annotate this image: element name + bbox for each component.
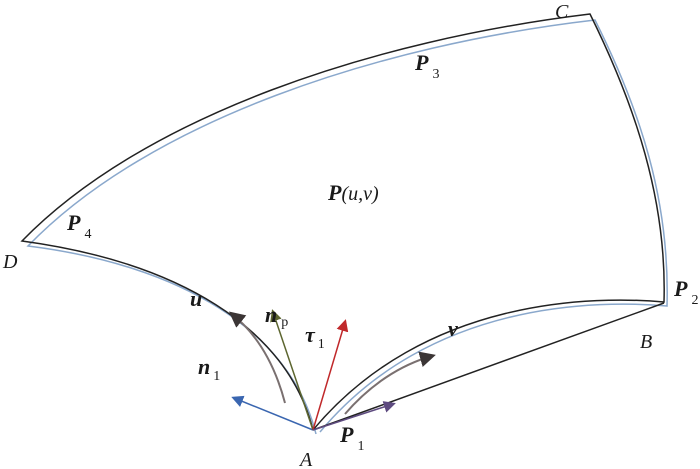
label-A: A <box>298 449 313 469</box>
edge-A-B <box>312 302 665 431</box>
label-u: u <box>190 286 202 311</box>
label-C: C <box>555 1 569 23</box>
label-B: B <box>640 331 652 353</box>
label-D: D <box>2 251 18 273</box>
v-direction-arrow <box>344 351 436 415</box>
tau1-vector <box>312 319 349 431</box>
offset-boundary <box>26 19 668 435</box>
label-v: v <box>448 316 458 341</box>
np-vector <box>270 309 314 431</box>
surface-boundary <box>20 13 665 431</box>
n1-vector <box>231 395 314 431</box>
P1-vector <box>312 401 396 431</box>
label-Puv: P(u,v) <box>327 180 379 205</box>
u-direction-arrow <box>228 311 286 404</box>
